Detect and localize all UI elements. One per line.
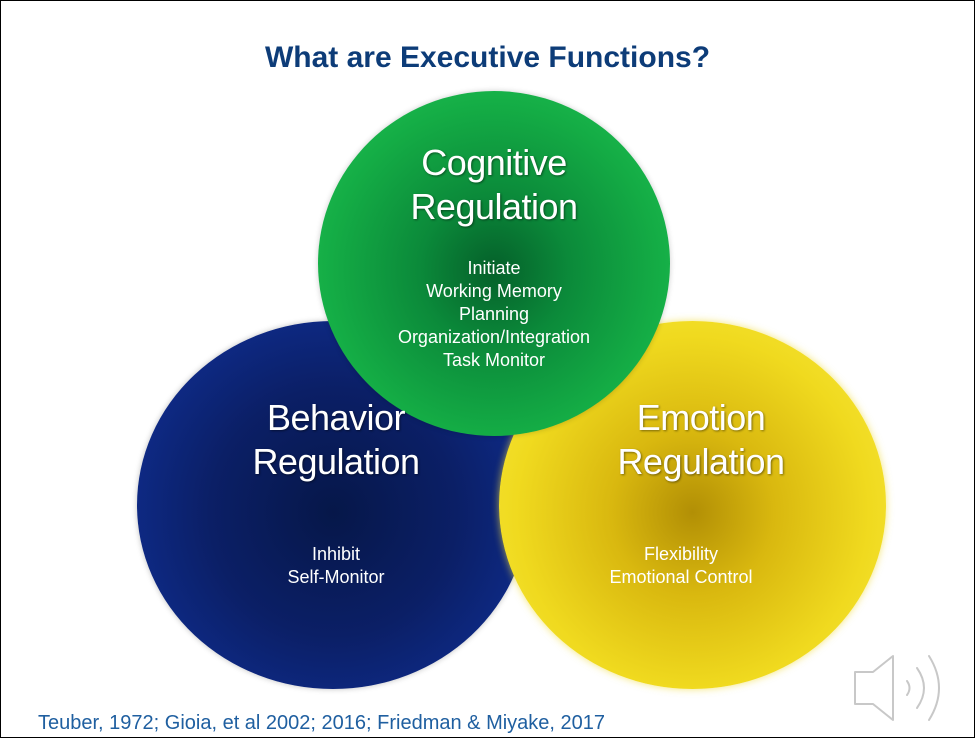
cognitive-regulation-items: Initiate Working Memory Planning Organiz… — [318, 257, 670, 372]
emotion-regulation-items: Flexibility Emotional Control — [541, 543, 821, 589]
list-item: Working Memory — [426, 281, 562, 301]
behavior-regulation-heading: Behavior Regulation — [196, 396, 476, 484]
list-item: Flexibility — [643, 544, 718, 564]
behavior-heading-line-1: Behavior — [266, 397, 406, 438]
emotion-heading-line-1: Emotion — [636, 397, 766, 438]
list-item: Inhibit — [311, 544, 361, 564]
cognitive-heading-line-2: Regulation — [410, 186, 578, 227]
list-item: Organization/Integration — [397, 327, 591, 347]
list-item: Emotional Control — [609, 567, 753, 587]
cognitive-regulation-heading: Cognitive Regulation — [318, 141, 670, 229]
list-item: Planning — [458, 304, 530, 324]
list-item: Initiate — [467, 258, 521, 278]
list-item: Task Monitor — [442, 350, 546, 370]
speaker-icon[interactable] — [847, 648, 957, 728]
slide-title: What are Executive Functions? — [264, 41, 711, 74]
behavior-regulation-items: Inhibit Self-Monitor — [196, 543, 476, 589]
cognitive-regulation-circle — [318, 91, 670, 436]
cognitive-heading-line-1: Cognitive — [421, 142, 567, 183]
citation: Teuber, 1972; Gioia, et al 2002; 2016; F… — [38, 712, 606, 734]
emotion-heading-line-2: Regulation — [617, 441, 785, 482]
behavior-heading-line-2: Regulation — [252, 441, 420, 482]
list-item: Self-Monitor — [287, 567, 385, 587]
emotion-regulation-heading: Emotion Regulation — [561, 396, 841, 484]
